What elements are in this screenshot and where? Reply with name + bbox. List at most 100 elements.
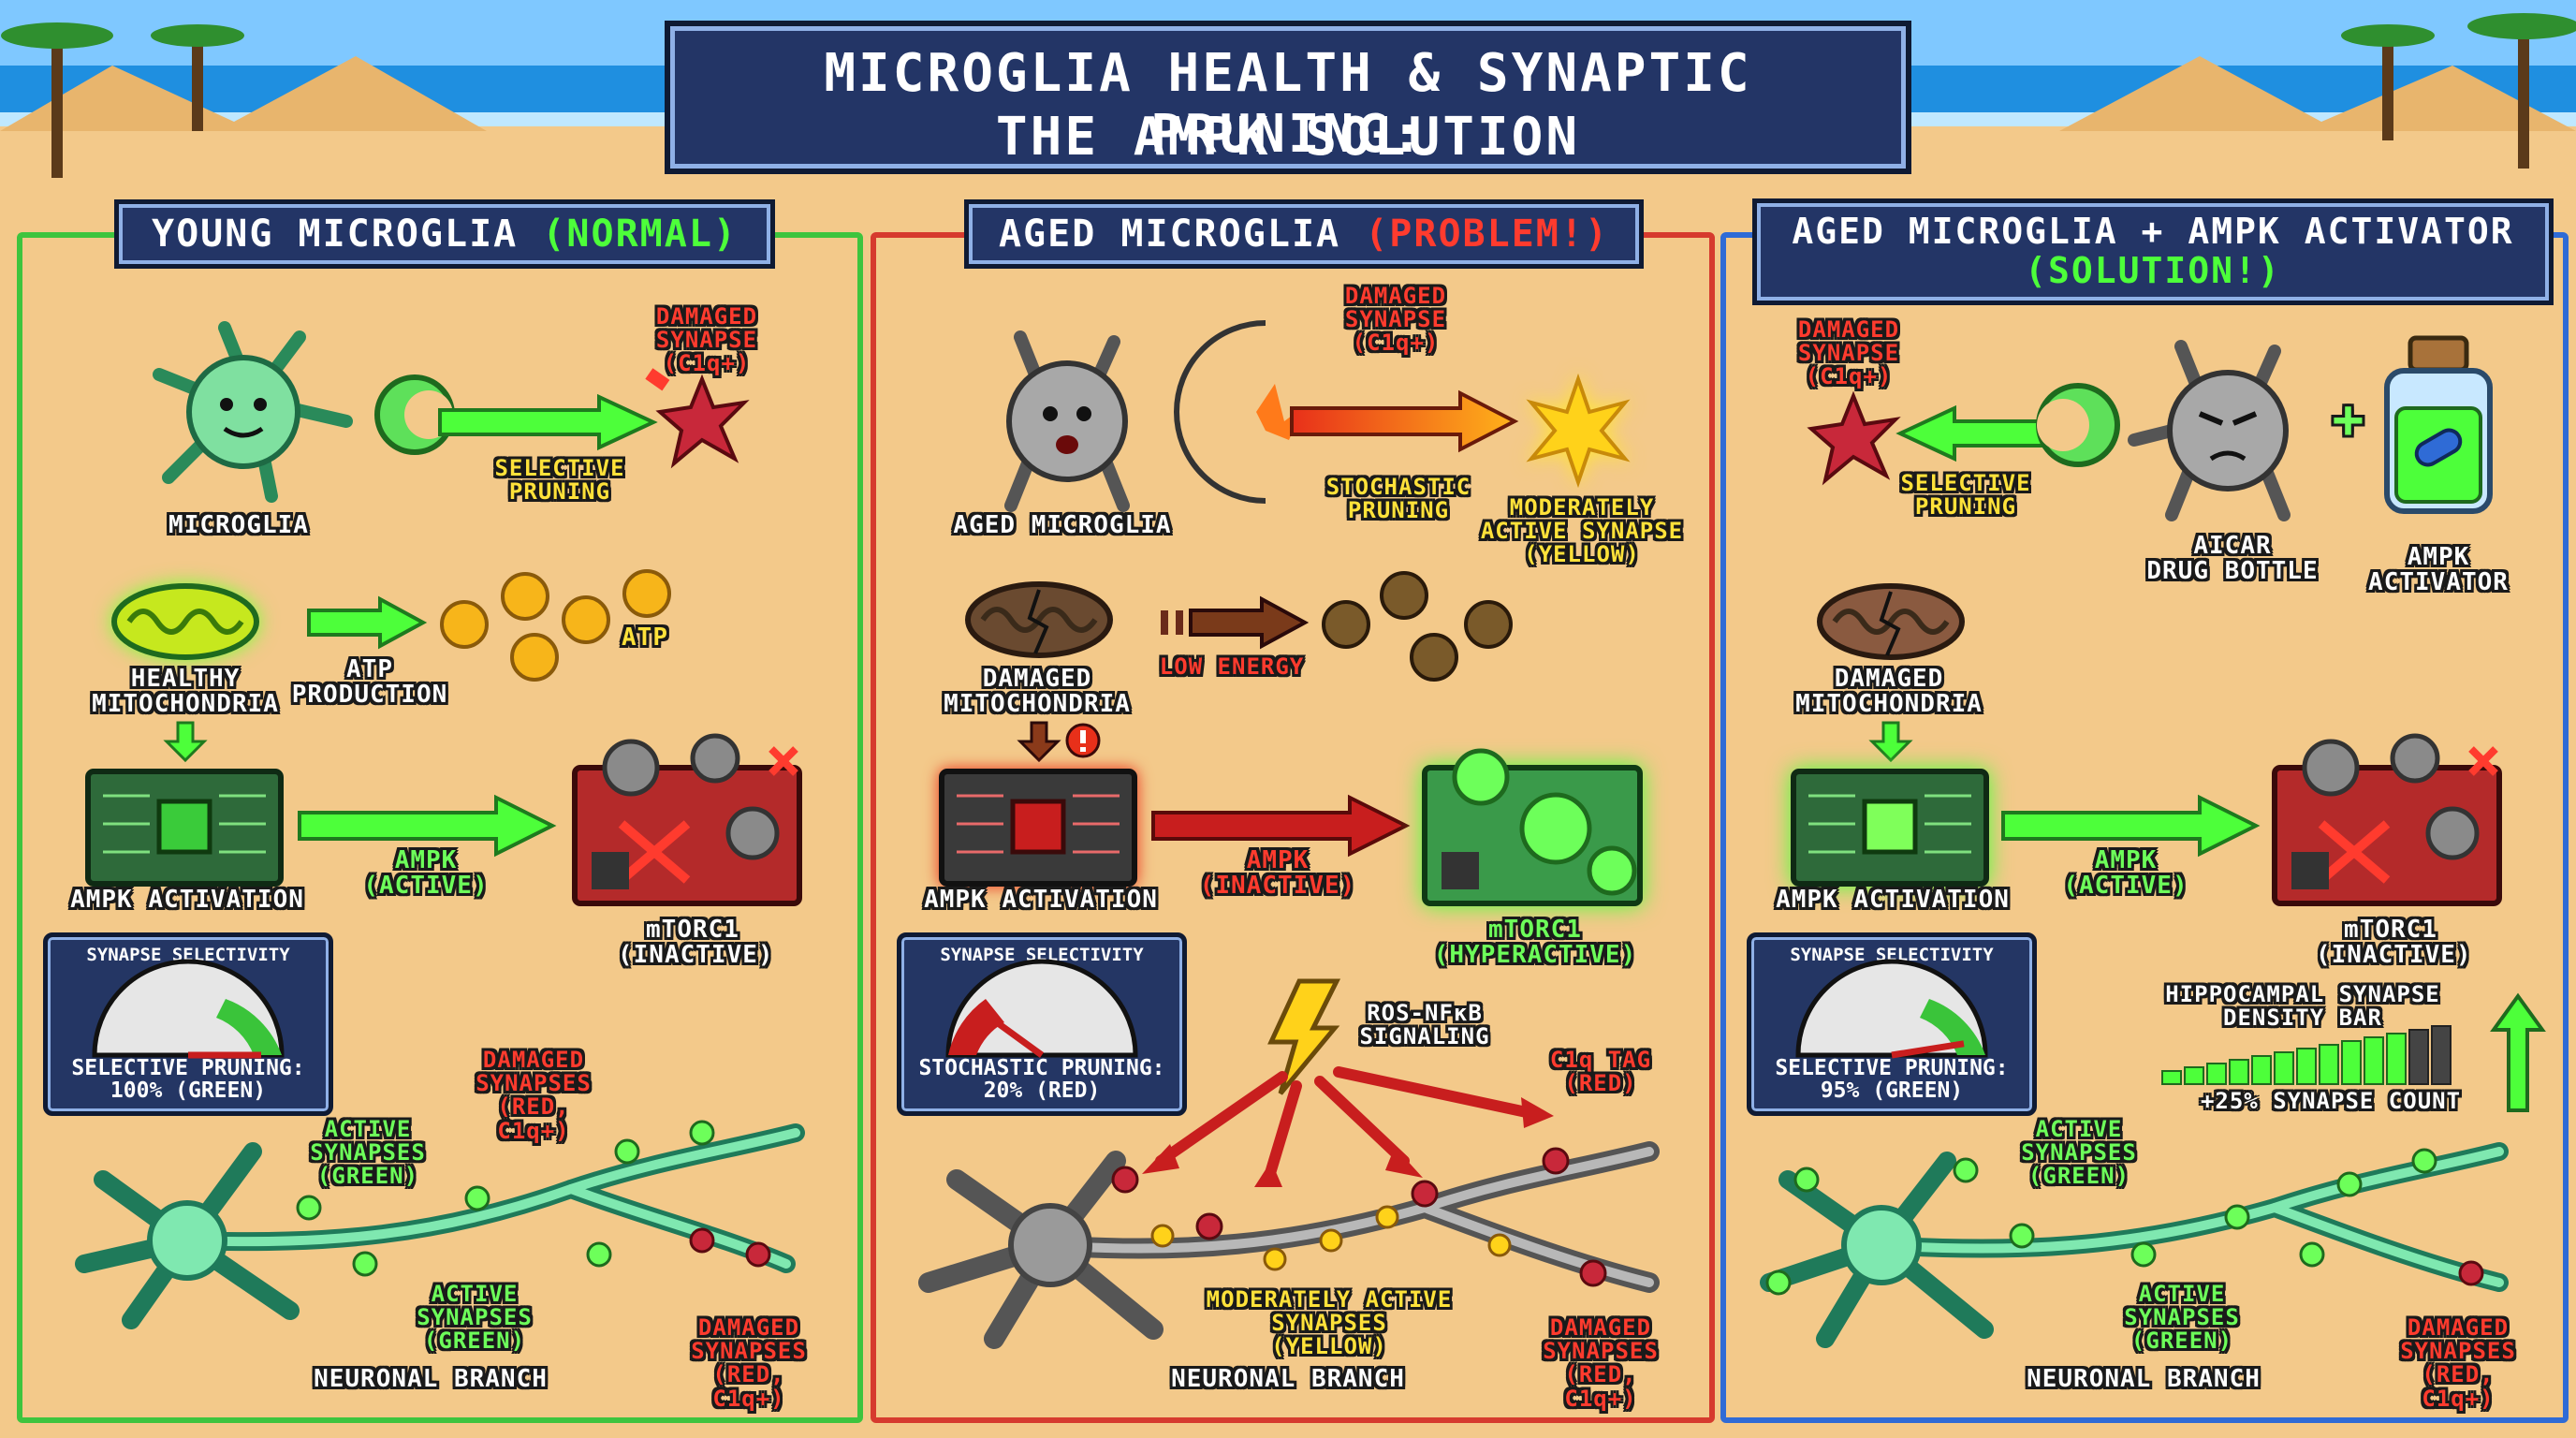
young-meter-value: SELECTIVE PRUNING: 100% (GREEN) <box>71 1055 305 1103</box>
young-meter-gauge <box>92 959 285 1059</box>
low-atp-coins-icon <box>1322 571 1513 682</box>
solution-mitochondria-icon <box>1817 583 1965 660</box>
solution-mtorc1-label: mTORC1 (INACTIVE) <box>2316 916 2472 970</box>
solution-mitochondria-label: DAMAGED MITOCHONDRIA <box>1795 665 1983 719</box>
solution-pruning-label: SELECTIVE PRUNING <box>1900 470 2031 521</box>
solution-active-synapses-bottom-label: ACTIVE SYNAPSES (GREEN) <box>2124 1281 2240 1355</box>
aged-ampk-chip-icon <box>939 769 1137 887</box>
moderate-synapse-label: MODERATELY ACTIVE SYNAPSE (YELLOW) <box>1480 494 1684 568</box>
aicar-label: AICAR DRUG BOTTLE <box>2146 532 2319 586</box>
solution-damaged-synapses-bottom-label: DAMAGED SYNAPSES (RED, C1q+) <box>2400 1314 2516 1412</box>
ampk-activator-label: AMPK ACTIVATOR <box>2368 543 2509 597</box>
young-neuron-branch-icon <box>75 1120 805 1329</box>
main-title-box: MICROGLIA HEALTH & SYNAPTIC PRUNING: THE… <box>665 21 1911 174</box>
panel-solution-title-main: AGED MICROGLIA + AMPK ACTIVATOR <box>1792 211 2514 252</box>
aged-damaged-synapses-bottom-label: DAMAGED SYNAPSES (RED, C1q+) <box>1543 1314 1659 1412</box>
young-microglia-icon <box>153 321 353 503</box>
solution-mtorc1-machine-icon <box>2272 733 2502 906</box>
young-pruning-label: SELECTIVE PRUNING <box>494 455 625 506</box>
aged-neuron-branch-icon <box>918 1141 1660 1349</box>
aged-damaged-synapse-label: DAMAGED SYNAPSE (C1q+) <box>1344 283 1447 357</box>
young-pruning-arrow <box>438 393 658 451</box>
aged-meter-gauge <box>945 959 1138 1058</box>
panel-young-title-tag: (NORMAL) <box>542 213 738 256</box>
solution-meter-value: SELECTIVE PRUNING: 95% (GREEN) <box>1775 1055 2009 1103</box>
atp-production-label: ATP PRODUCTION <box>291 655 448 710</box>
aged-pruning-claw-icon <box>1174 320 1303 504</box>
solution-damaged-synapse-label: DAMAGED SYNAPSE (C1q+) <box>1797 316 1900 390</box>
young-damaged-synapse-label: DAMAGED SYNAPSE (C1q+) <box>655 303 758 377</box>
page-title: MICROGLIA HEALTH & SYNAPTIC PRUNING: <box>824 43 1752 165</box>
damaged-mitochondria-icon <box>965 581 1113 658</box>
ampk-activator-bottle-icon <box>2384 335 2493 514</box>
solution-ampk-activation-label: AMPK ACTIVATION <box>1776 886 2010 914</box>
moderate-synapses-label: MODERATELY ACTIVE SYNAPSES (YELLOW) <box>1206 1286 1453 1360</box>
atp-label: ATP <box>622 624 668 652</box>
aged-ampk-state-label: AMPK (INACTIVE) <box>1199 846 1356 901</box>
panel-aged-title: AGED MICROGLIA (PROBLEM!) <box>964 199 1644 269</box>
healthy-mitochondria-label: HEALTHY MITOCHONDRIA <box>92 665 279 719</box>
young-ampk-arrow <box>298 794 557 858</box>
panel-aged-title-tag: (PROBLEM!) <box>1365 213 1610 256</box>
solution-active-synapses-top-label: ACTIVE SYNAPSES (GREEN) <box>2021 1116 2137 1190</box>
young-ampk-chip-icon <box>85 769 284 887</box>
atp-coins-icon <box>440 569 671 682</box>
aged-mtorc1-label: mTORC1 (HYPERACTIVE) <box>1433 916 1637 970</box>
low-energy-arrow <box>1161 595 1310 650</box>
solution-down-arrow <box>1868 721 1913 763</box>
ros-signal-arrows <box>1142 1066 1554 1187</box>
solution-selectivity-meter: SYNAPSE SELECTIVITY METER SELECTIVE PRUN… <box>1747 932 2037 1116</box>
increase-arrow-icon <box>2490 992 2546 1112</box>
young-ampk-activation-label: AMPK ACTIVATION <box>70 886 304 914</box>
young-branch-label: NEURONAL BRANCH <box>314 1365 548 1393</box>
alert-icon <box>1065 723 1101 758</box>
young-selectivity-meter: SYNAPSE SELECTIVITY METER SELECTIVE PRUN… <box>43 932 333 1116</box>
aged-selectivity-meter: SYNAPSE SELECTIVITY METER STOCHASTIC PRU… <box>897 932 1187 1116</box>
aged-branch-label: NEURONAL BRANCH <box>1171 1365 1405 1393</box>
aged-ampk-activation-label: AMPK ACTIVATION <box>924 886 1158 914</box>
density-bar-title: HIPPOCAMPAL SYNAPSE DENSITY BAR <box>2165 981 2440 1032</box>
aged-meter-value: STOCHASTIC PRUNING: 20% (RED) <box>918 1055 1165 1103</box>
aged-pruning-arrow <box>1290 389 1519 453</box>
plus-sign: + <box>2332 389 2365 450</box>
panel-young-title: YOUNG MICROGLIA (NORMAL) <box>114 199 775 269</box>
aged-microglia-label: AGED MICROGLIA <box>953 511 1172 539</box>
c1q-tag-label: C1q TAG (RED) <box>1549 1047 1652 1097</box>
young-microglia-label: MICROGLIA <box>168 511 309 539</box>
palm-tree-icon <box>51 28 2529 178</box>
healthy-mitochondria-icon <box>111 583 259 660</box>
young-active-synapses-bottom-label: ACTIVE SYNAPSES (GREEN) <box>417 1281 533 1355</box>
young-down-arrow <box>163 721 208 763</box>
young-mtorc1-label: mTORC1 (INACTIVE) <box>618 916 774 970</box>
aged-microglia-icon <box>1004 330 1130 512</box>
density-bar-chart <box>2161 1025 2452 1085</box>
young-damaged-synapses-bottom-label: DAMAGED SYNAPSES (RED, C1q+) <box>691 1314 807 1412</box>
ros-nfkb-label: ROS-NFκB SIGNALING <box>1359 1000 1490 1050</box>
young-active-synapses-top-label: ACTIVE SYNAPSES (GREEN) <box>310 1116 426 1190</box>
young-ampk-state-label: AMPK (ACTIVE) <box>363 846 489 901</box>
panel-aged-title-main: AGED MICROGLIA <box>998 213 1366 256</box>
panel-young-title-main: YOUNG MICROGLIA <box>152 213 543 256</box>
solution-neuron-branch-icon <box>1760 1142 2509 1348</box>
solution-branch-label: NEURONAL BRANCH <box>2027 1365 2261 1393</box>
solution-damaged-synapse-icon <box>1807 390 1901 486</box>
low-energy-label: LOW ENERGY <box>1159 653 1305 680</box>
aged-ampk-arrow <box>1151 794 1411 858</box>
aged-mitochondria-label: DAMAGED MITOCHONDRIA <box>944 665 1131 719</box>
lightning-bolt-icon <box>1267 978 1341 1095</box>
young-mtorc1-machine-icon <box>572 733 802 906</box>
aged-down-arrow <box>1017 721 1061 763</box>
moderately-active-synapse-icon <box>1526 373 1631 489</box>
panel-solution-title: AGED MICROGLIA + AMPK ACTIVATOR (SOLUTIO… <box>1752 198 2554 305</box>
solution-ampk-chip-icon <box>1791 769 1989 887</box>
solution-pruning-claw-icon <box>2036 383 2120 467</box>
solution-aged-microglia-icon <box>2128 340 2291 521</box>
young-damaged-synapses-top-label: DAMAGED SYNAPSES (RED, C1q+) <box>476 1047 592 1144</box>
young-damaged-synapse-icon <box>645 368 750 469</box>
atp-production-arrow <box>307 595 428 650</box>
solution-ampk-arrow <box>2001 794 2261 858</box>
aged-pruning-label: STOCHASTIC PRUNING <box>1325 474 1471 524</box>
solution-meter-gauge <box>1795 959 1988 1059</box>
density-count-label: +25% SYNAPSE COUNT <box>2200 1088 2462 1114</box>
panel-solution-title-tag: (SOLUTION!) <box>2025 249 2281 291</box>
